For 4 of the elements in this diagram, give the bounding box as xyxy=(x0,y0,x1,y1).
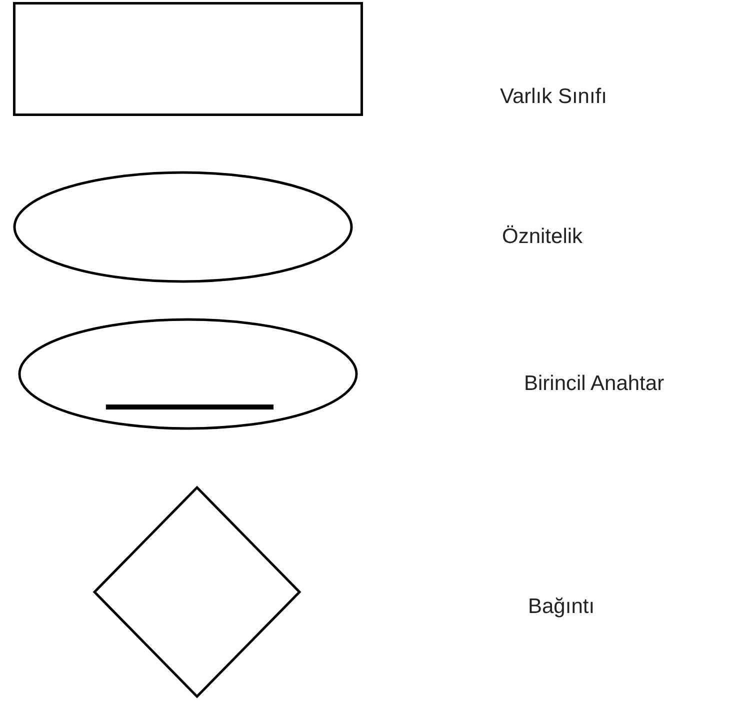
legend-label: Birincil Anahtar xyxy=(524,373,664,394)
legend-label: Bağıntı xyxy=(528,596,595,617)
legend-label: Varlık Sınıfı xyxy=(500,86,607,107)
legend-label: Öznitelik xyxy=(502,226,583,247)
